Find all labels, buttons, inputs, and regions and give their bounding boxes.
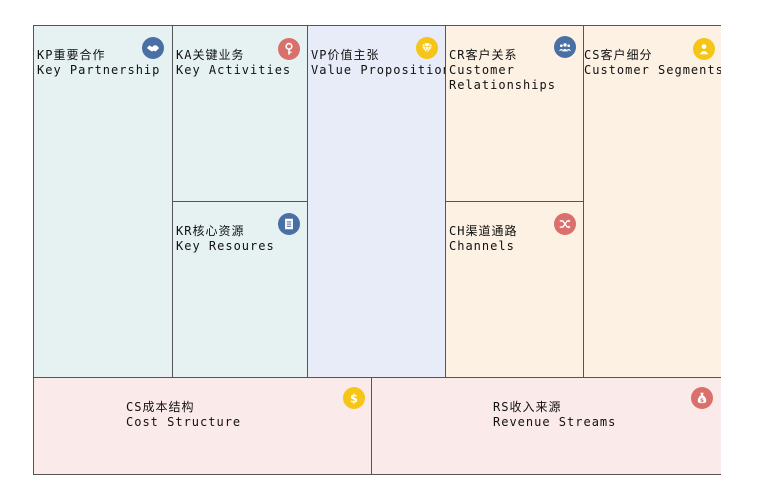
customer-relationships-subtitle-line-1: Customer — [449, 63, 515, 77]
customer-relationships-title: CR客户关系 — [449, 48, 518, 62]
customer-segments-subtitle: Customer Segments — [584, 63, 721, 77]
channels-title: CH渠道通路 — [449, 224, 518, 238]
channels-cell: CH渠道通路 Channels — [446, 202, 584, 378]
money-bag-icon: $ — [691, 387, 713, 409]
users-icon — [554, 36, 576, 58]
svg-text:$: $ — [350, 391, 358, 405]
revenue-streams-cell: RS收入来源 Revenue Streams $ — [372, 378, 721, 474]
value-propositions-title: VP价值主张 — [311, 48, 380, 62]
customer-segments-title: CS客户细分 — [584, 48, 653, 62]
document-icon — [278, 213, 300, 235]
key-partnership-subtitle: Key Partnership — [37, 63, 161, 77]
revenue-streams-title: RS收入来源 — [493, 400, 562, 414]
value-propositions-subtitle: Value Propositions — [311, 63, 446, 77]
channels-subtitle: Channels — [449, 239, 515, 253]
key-partnership-cell: KP重要合作 Key Partnership — [34, 26, 173, 378]
user-icon — [693, 38, 715, 60]
shuffle-icon — [554, 213, 576, 235]
key-icon — [278, 38, 300, 60]
key-activities-title: KA关键业务 — [176, 48, 245, 62]
handshake-icon — [142, 37, 164, 59]
key-resources-cell: KR核心资源 Key Resoures — [173, 202, 308, 378]
business-model-canvas: KP重要合作 Key Partnership KA关键业务 Key Activi… — [33, 25, 721, 475]
svg-text:$: $ — [700, 398, 704, 404]
key-resources-subtitle: Key Resoures — [176, 239, 275, 253]
key-resources-title: KR核心资源 — [176, 224, 245, 238]
customer-relationships-subtitle-line-2: Relationships — [449, 78, 556, 92]
key-partnership-title: KP重要合作 — [37, 48, 106, 62]
customer-relationships-cell: CR客户关系 Customer Relationships — [446, 26, 584, 202]
customer-segments-cell: CS客户细分 Customer Segments — [584, 26, 721, 378]
cost-structure-title: CS成本结构 — [126, 400, 195, 414]
key-activities-subtitle: Key Activities — [176, 63, 292, 77]
revenue-streams-subtitle: Revenue Streams — [493, 415, 617, 429]
cost-structure-subtitle: Cost Structure — [126, 415, 242, 429]
dollar-icon: $ — [343, 387, 365, 409]
cost-structure-cell: CS成本结构 Cost Structure $ — [34, 378, 372, 474]
key-activities-cell: KA关键业务 Key Activities — [173, 26, 308, 202]
diamond-icon — [416, 37, 438, 59]
value-propositions-cell: VP价值主张 Value Propositions — [308, 26, 446, 378]
